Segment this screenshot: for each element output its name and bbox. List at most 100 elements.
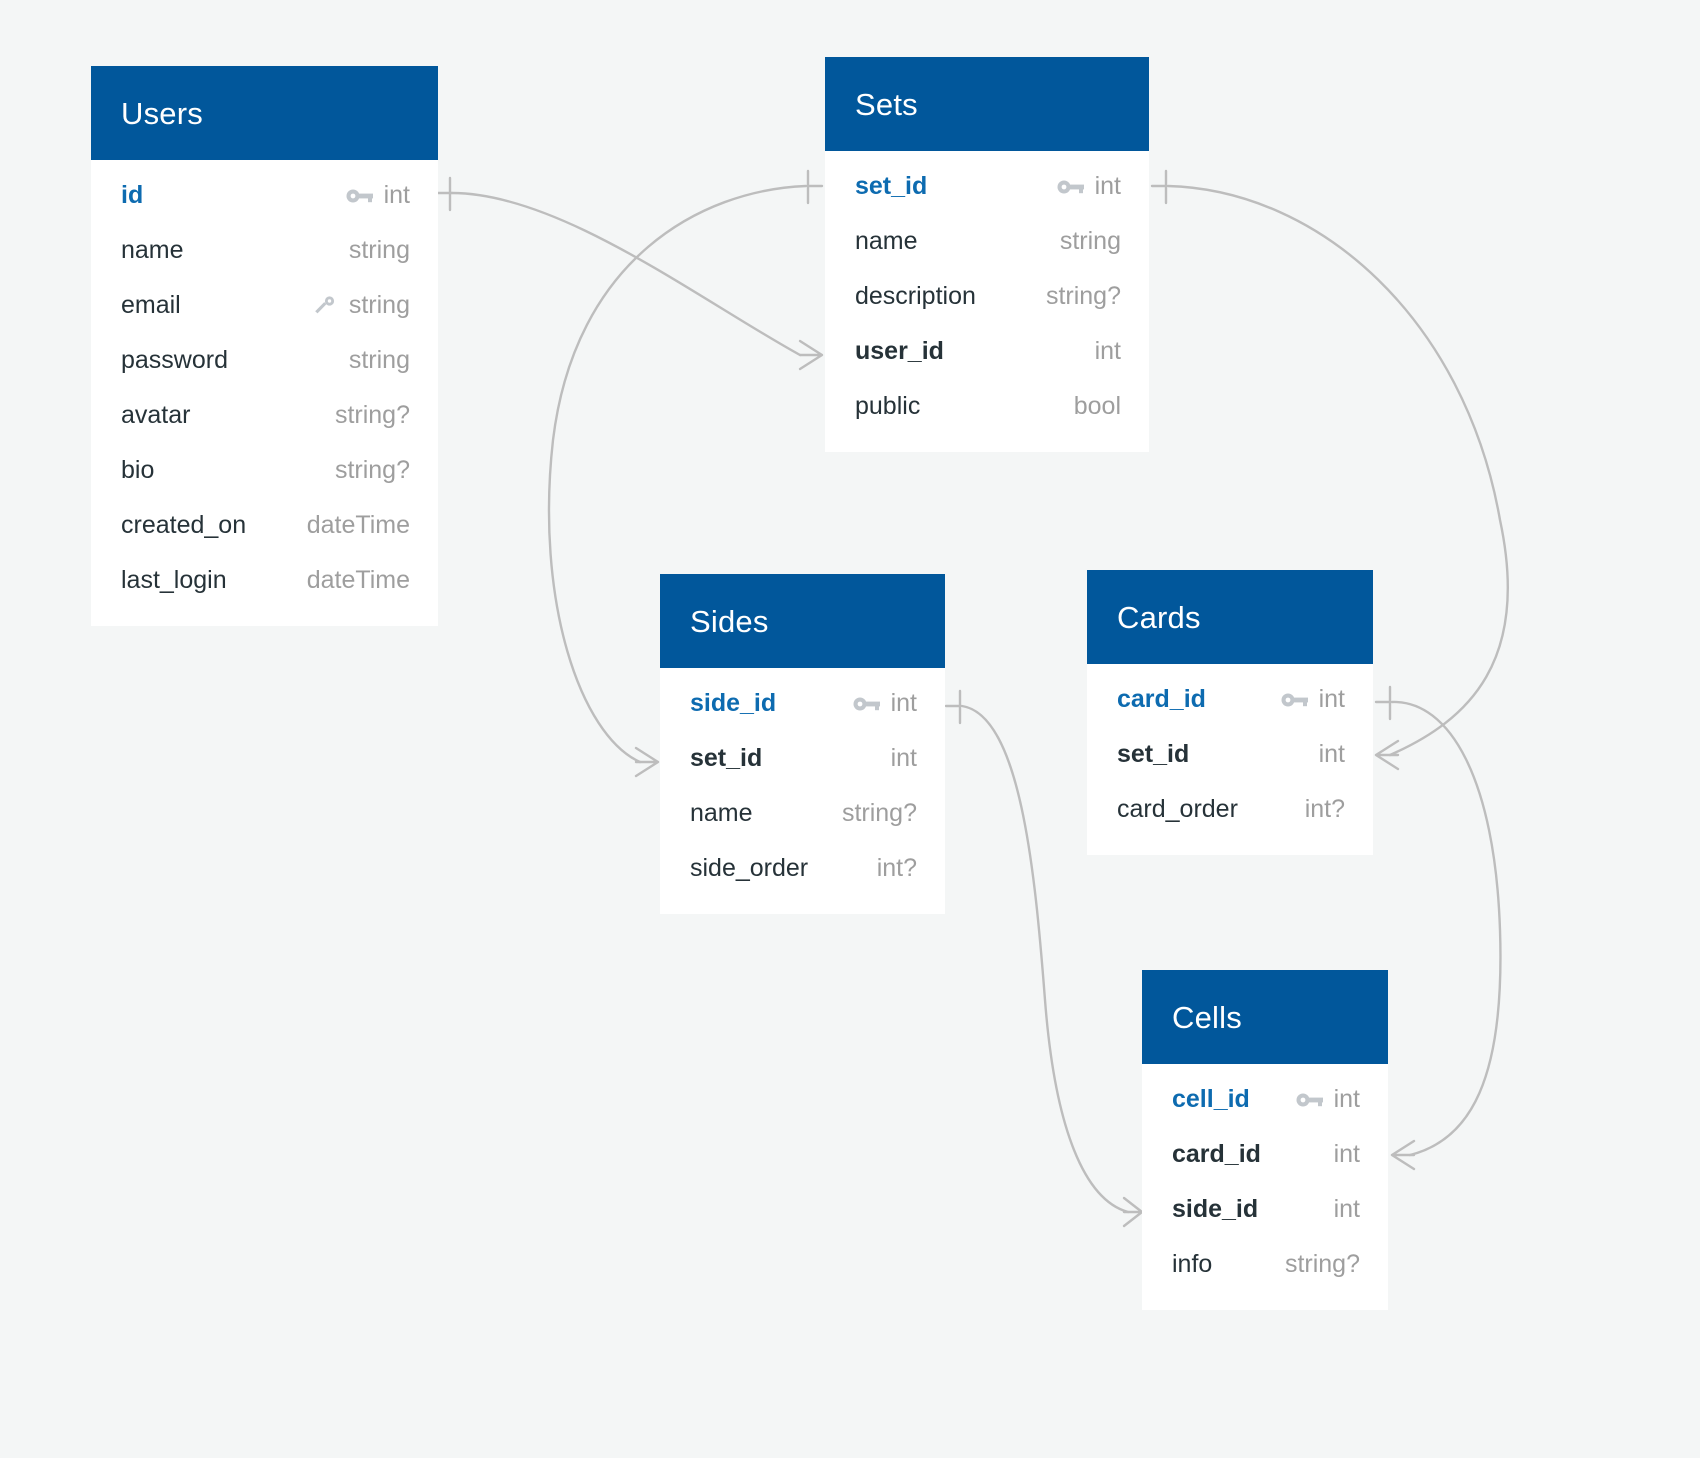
attribute-name: user_id (855, 337, 944, 365)
attribute-row[interactable]: card_order int? (1087, 782, 1373, 837)
attribute-type: int (1318, 740, 1345, 768)
attribute-row[interactable]: name string (91, 223, 438, 278)
attribute-type: int (1333, 1195, 1360, 1223)
entity-cards[interactable]: Cards card_id int set_id int card_order (1087, 570, 1373, 855)
attribute-name: description (855, 282, 976, 310)
attribute-row[interactable]: cell_id int (1142, 1072, 1388, 1127)
entity-sets[interactable]: Sets set_id int name string description (825, 57, 1149, 452)
attribute-type: int (1094, 172, 1121, 200)
attribute-type: int (1333, 1140, 1360, 1168)
entity-sides[interactable]: Sides side_id int set_id int name (660, 574, 945, 914)
attribute-type: int (890, 744, 917, 772)
attribute-type: string (1059, 227, 1121, 255)
attribute-type: int (890, 689, 917, 717)
attribute-meta: int (1319, 740, 1345, 769)
attribute-name: bio (121, 456, 155, 484)
attribute-name: name (121, 236, 184, 264)
attribute-row[interactable]: set_id int (825, 159, 1149, 214)
attribute-name: avatar (121, 401, 191, 429)
attribute-meta: int (345, 181, 410, 210)
attribute-meta: int? (1305, 795, 1345, 824)
attribute-row[interactable]: password string (91, 333, 438, 388)
attribute-type: int? (1304, 795, 1345, 823)
attribute-name: side_order (690, 854, 809, 882)
attribute-name: side_id (1172, 1195, 1259, 1223)
edge-users-sets (450, 191, 802, 357)
attribute-name: name (690, 799, 753, 827)
attribute-row[interactable]: set_id int (660, 731, 945, 786)
attribute-meta: int (1280, 685, 1345, 714)
attribute-type: string? (334, 401, 410, 429)
attribute-row[interactable]: bio string? (91, 443, 438, 498)
attribute-meta: string? (1285, 1250, 1360, 1279)
attribute-meta: int (1295, 1085, 1360, 1114)
attribute-name: set_id (690, 744, 763, 772)
attribute-name: name (855, 227, 918, 255)
attribute-type: string (348, 346, 410, 374)
attribute-meta: int (1334, 1195, 1360, 1224)
attribute-meta: dateTime (307, 511, 410, 540)
key-icon (852, 693, 882, 715)
attribute-meta: string (310, 291, 410, 320)
attribute-name: email (121, 291, 181, 319)
attribute-meta: string? (335, 401, 410, 430)
attribute-type: string (348, 291, 410, 319)
attribute-row[interactable]: created_on dateTime (91, 498, 438, 553)
attribute-name: info (1172, 1250, 1213, 1278)
attribute-name: cell_id (1172, 1085, 1250, 1113)
attribute-name: card_id (1172, 1140, 1261, 1168)
attribute-type: dateTime (306, 511, 410, 539)
entity-cells-title: Cells (1142, 970, 1388, 1064)
attribute-type: string (348, 236, 410, 264)
attribute-meta: int (852, 689, 917, 718)
attribute-name: created_on (121, 511, 247, 539)
entity-sets-attributes: set_id int name string description strin… (825, 151, 1149, 452)
attribute-name: last_login (121, 566, 227, 594)
attribute-row[interactable]: user_id int (825, 324, 1149, 379)
attribute-row[interactable]: card_id int (1087, 672, 1373, 727)
attribute-type: bool (1073, 392, 1121, 420)
attribute-row[interactable]: id int (91, 168, 438, 223)
entity-sides-title: Sides (660, 574, 945, 668)
attribute-meta: string (349, 346, 410, 375)
attribute-type: int? (876, 854, 917, 882)
attribute-type: string? (1284, 1250, 1360, 1278)
attribute-type: int (1318, 685, 1345, 713)
attribute-type: int (1094, 337, 1121, 365)
attribute-row[interactable]: info string? (1142, 1237, 1388, 1292)
attribute-row[interactable]: last_login dateTime (91, 553, 438, 608)
entity-cells[interactable]: Cells cell_id int card_id int side_id (1142, 970, 1388, 1310)
attribute-name: card_id (1117, 685, 1206, 713)
attribute-meta: int (891, 744, 917, 773)
attribute-meta: dateTime (307, 566, 410, 595)
attribute-meta: bool (1074, 392, 1121, 421)
key-icon (1295, 1089, 1325, 1111)
attribute-type: int (1333, 1085, 1360, 1113)
attribute-row[interactable]: description string? (825, 269, 1149, 324)
attribute-meta: string? (335, 456, 410, 485)
attribute-row[interactable]: name string? (660, 786, 945, 841)
attribute-type: dateTime (306, 566, 410, 594)
attribute-row[interactable]: avatar string? (91, 388, 438, 443)
key-icon (345, 185, 375, 207)
attribute-row[interactable]: email string (91, 278, 438, 333)
attribute-row[interactable]: card_id int (1142, 1127, 1388, 1182)
attribute-row[interactable]: side_id int (660, 676, 945, 731)
attribute-type: string? (334, 456, 410, 484)
entity-cards-title: Cards (1087, 570, 1373, 664)
attribute-row[interactable]: side_order int? (660, 841, 945, 896)
attribute-row[interactable]: set_id int (1087, 727, 1373, 782)
attribute-row[interactable]: side_id int (1142, 1182, 1388, 1237)
attribute-row[interactable]: public bool (825, 379, 1149, 434)
entity-sets-title: Sets (825, 57, 1149, 151)
attribute-name: id (121, 181, 144, 209)
attribute-name: side_id (690, 689, 777, 717)
entity-sides-attributes: side_id int set_id int name string? (660, 668, 945, 914)
attribute-row[interactable]: name string (825, 214, 1149, 269)
key-icon (1056, 176, 1086, 198)
entity-users-attributes: id int name string email string (91, 160, 438, 626)
attribute-name: set_id (855, 172, 928, 200)
entity-users[interactable]: Users id int name string email (91, 66, 438, 626)
attribute-type: int (383, 181, 410, 209)
